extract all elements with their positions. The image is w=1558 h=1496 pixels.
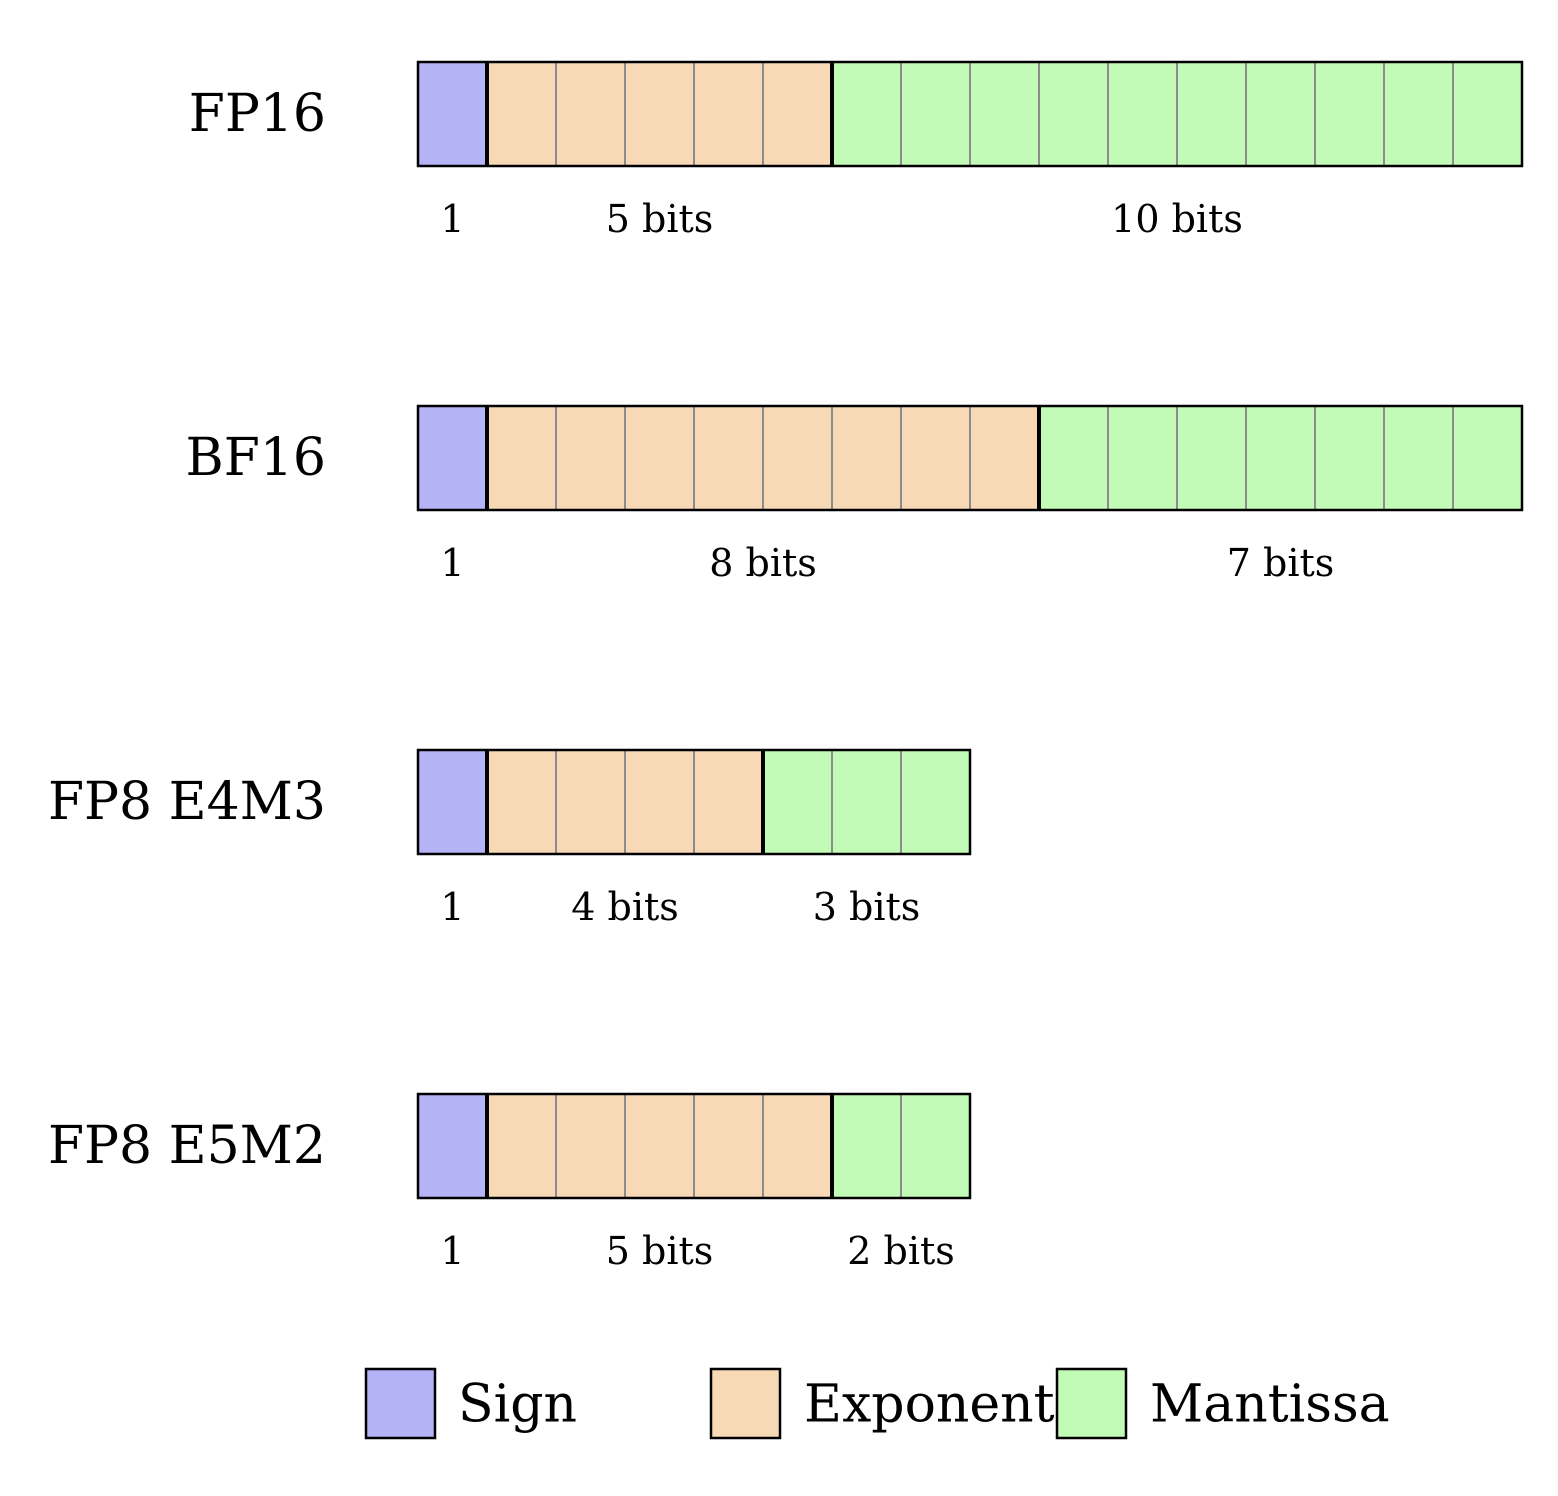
format-row-fp8-e4m3: FP8 E4M3 1 4 bits 3 bits [48,748,972,929]
format-row-fp16: FP16 1 5 bits 10 bits [189,60,1524,241]
format-outline [416,60,1524,168]
mantissa-bits-label: 2 bits [847,1229,955,1273]
exponent-field [487,1094,832,1198]
legend-label-sign: Sign [458,1375,577,1435]
format-name: FP8 E4M3 [48,772,326,832]
format-outline [416,1092,972,1200]
sign-bits-label: 1 [440,541,464,585]
legend-label-mantissa: Mantissa [1150,1375,1390,1435]
exponent-bits-label: 5 bits [606,1229,714,1273]
mantissa-field [763,750,970,854]
mantissa-field [1039,406,1522,510]
legend-swatch-mantissa [1055,1367,1128,1440]
legend-label-exponent: Exponent [804,1375,1055,1435]
legend-item-exponent: Exponent [709,1367,1055,1440]
exponent-bits-label: 5 bits [606,197,714,241]
sign-field [418,62,487,166]
mantissa-bits-label: 10 bits [1111,197,1243,241]
format-outline [416,748,972,856]
legend-swatch-sign [364,1367,437,1440]
format-row-fp8-e5m2: FP8 E5M2 1 5 bits 2 bits [48,1092,972,1273]
sign-bits-label: 1 [440,1229,464,1273]
sign-field [418,750,487,854]
legend-item-sign: Sign [364,1367,577,1440]
legend: Sign Exponent Mantissa [364,1367,1390,1440]
mantissa-bits-label: 7 bits [1227,541,1335,585]
legend-item-mantissa: Mantissa [1055,1367,1390,1440]
exponent-bits-label: 4 bits [571,885,679,929]
mantissa-bits-label: 3 bits [813,885,921,929]
format-outline [416,404,1524,512]
exponent-field [487,62,832,166]
sign-bits-label: 1 [440,885,464,929]
legend-swatch-exponent [709,1367,782,1440]
sign-bits-label: 1 [440,197,464,241]
sign-field [418,406,487,510]
sign-field [418,1094,487,1198]
format-row-bf16: BF16 1 8 bits 7 bits [186,404,1524,585]
format-name: BF16 [186,428,326,488]
format-name: FP16 [189,84,326,144]
exponent-bits-label: 8 bits [709,541,817,585]
format-name: FP8 E5M2 [48,1116,326,1176]
